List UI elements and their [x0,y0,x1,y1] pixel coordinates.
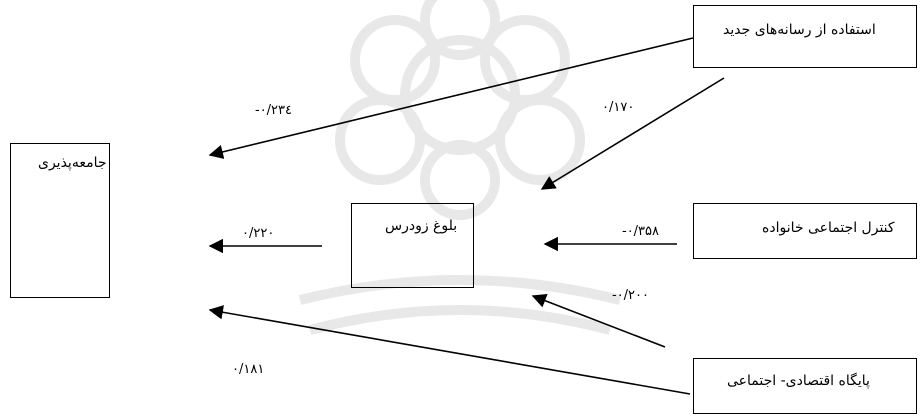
coef-newmedia-socialization: -۰/۲۳٤ [255,103,293,118]
coef-ses-puberty: -۰/۲۰۰ [612,288,650,303]
node-box-family-control [693,203,917,259]
node-box-ses [693,358,917,414]
arrow-newmedia-to-socialization [208,37,694,159]
node-label-new-media: استفاده از رسانه‌های جدید [723,22,876,38]
node-label-family-control: کنترل اجتماعی خانواده [762,220,895,236]
node-label-early-puberty: بلوغ زودرس [385,218,458,234]
coef-familycontrol-puberty: -۰/۳۵۸ [622,224,660,239]
node-label-ses: پایگاه اقتصادی- اجتماعی [727,373,870,389]
node-box-early-puberty [351,203,474,288]
coef-ses-socialization: ۰/۱۸۱ [232,362,265,377]
node-label-socialization: جامعه‌پذیری [38,155,107,171]
coef-newmedia-puberty: ۰/۱۷۰ [602,100,635,115]
arrow-newmedia-to-puberty [540,77,725,190]
coef-puberty-socialization: ۰/۲۲۰ [242,226,275,241]
arrow-ses-to-puberty [531,293,666,348]
arrow-ses-to-socialization [208,305,691,395]
node-box-socialization [10,143,110,298]
node-box-new-media [693,5,917,68]
